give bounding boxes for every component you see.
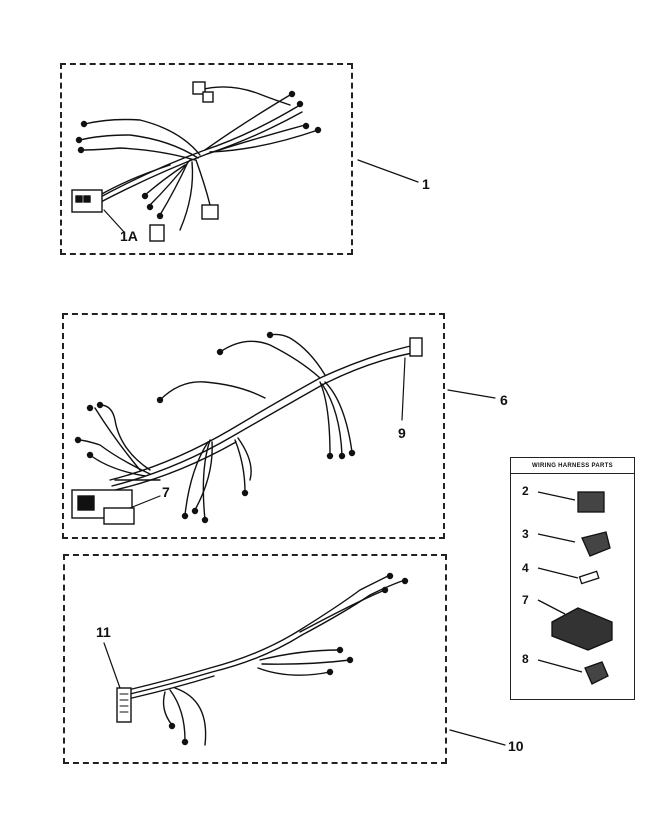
legend-item-number: 4 — [522, 561, 529, 575]
harness-group-10-box — [63, 554, 447, 764]
harness-group-6-box — [62, 313, 445, 539]
wiring-parts-legend: WIRING HARNESS PARTS — [510, 457, 635, 700]
callout-harness-6: 6 — [500, 392, 508, 408]
legend-item-number: 3 — [522, 527, 529, 541]
harness-10-wires — [127, 574, 406, 746]
callout-connector-7: 7 — [162, 484, 170, 500]
legend-title: WIRING HARNESS PARTS — [511, 461, 634, 474]
harness-6-wires — [77, 333, 419, 521]
legend-item-number: 7 — [522, 593, 529, 607]
callout-connector-9: 9 — [398, 425, 406, 441]
legend-item-number: 8 — [522, 652, 529, 666]
legend-item-number: 2 — [522, 484, 529, 498]
callout-connector-11: 11 — [96, 624, 111, 640]
callout-harness-1: 1 — [422, 176, 430, 192]
callout-harness-10: 10 — [508, 738, 524, 754]
harness-1-wires — [79, 86, 319, 231]
callout-connector-1a: 1A — [120, 228, 138, 244]
harness-group-1-box — [60, 63, 353, 255]
